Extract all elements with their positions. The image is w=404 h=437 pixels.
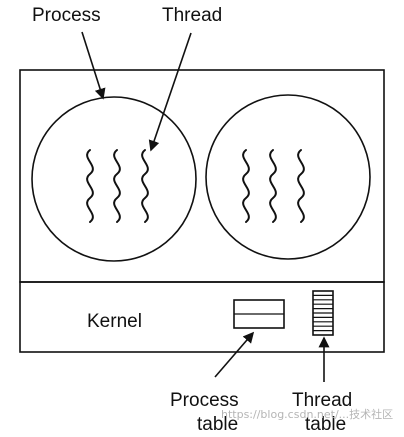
watermark: https://blog.csdn.net/...技术社区 [221, 407, 393, 421]
process-table-label-line1: Process [170, 390, 239, 411]
thread-1-3 [141, 149, 149, 223]
thread-1-2 [113, 149, 121, 223]
thread-2-1 [242, 149, 250, 223]
kernel-label: Kernel [87, 311, 142, 332]
process-table-label-line2: table [197, 414, 238, 435]
process-1-threads [86, 149, 149, 223]
thread-2-3 [297, 149, 305, 223]
process-circle-1 [31, 96, 197, 262]
process-2-threads [242, 149, 305, 223]
thread-table [312, 290, 334, 336]
thread-1-1 [86, 149, 94, 223]
thread-table-label-line2: table [305, 414, 346, 435]
thread-arrow [148, 32, 192, 152]
process-table-arrow [214, 331, 255, 378]
thread-label: Thread [162, 5, 222, 26]
process-circle-2 [205, 94, 371, 260]
process-arrow [81, 31, 106, 100]
thread-2-2 [269, 149, 277, 223]
kernel-box [19, 281, 385, 353]
thread-table-label-line1: Thread [292, 390, 352, 411]
process-label: Process [32, 5, 101, 26]
process-table [233, 299, 285, 329]
